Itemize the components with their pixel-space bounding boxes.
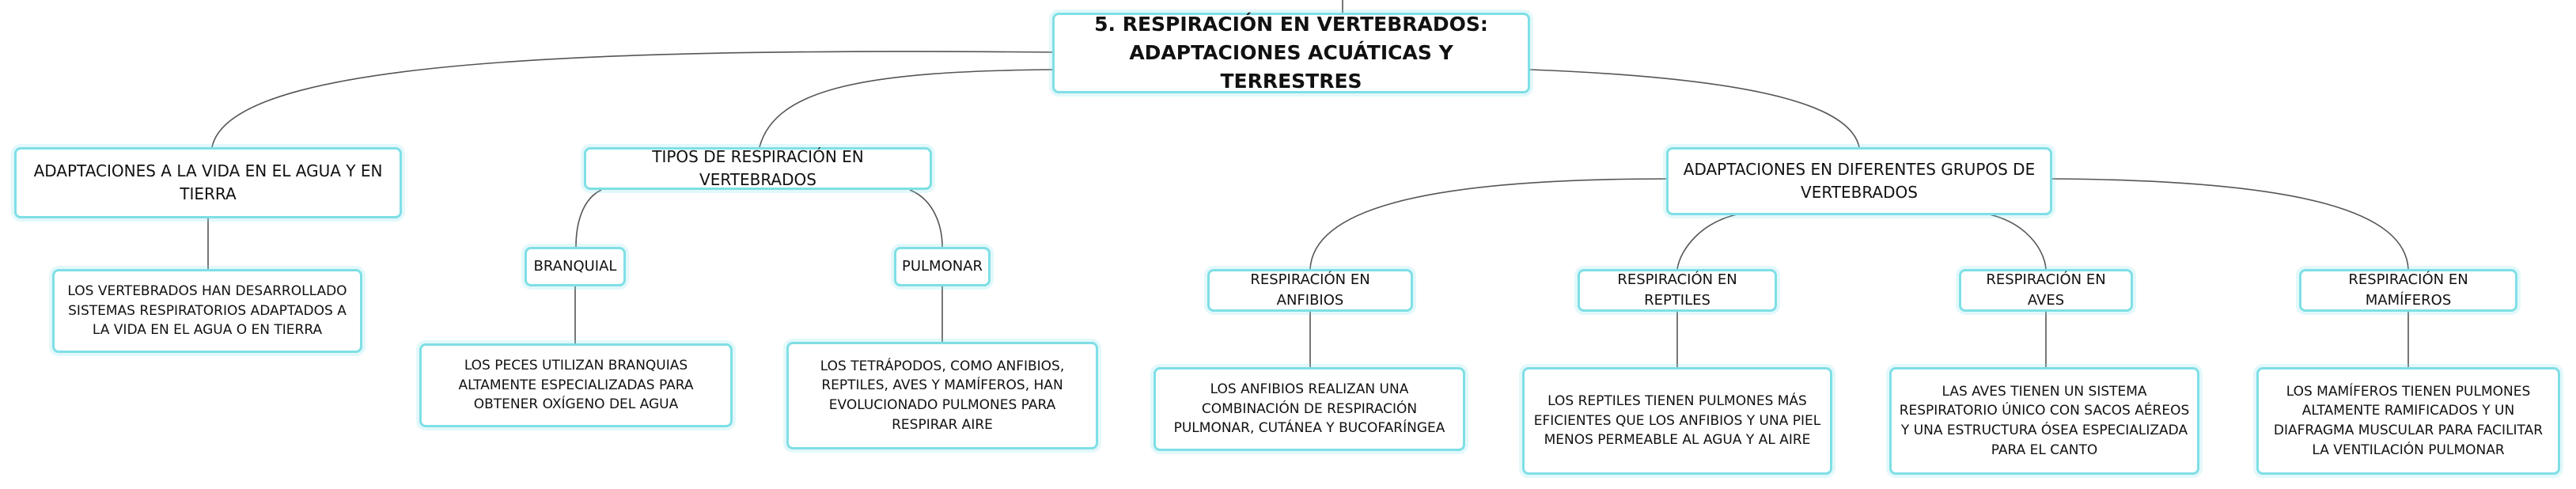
edge-grupos-to-aves xyxy=(1985,213,2047,270)
leaf-branquial-text: LOS PECES UTILIZAN BRANQUIAS ALTAMENTE E… xyxy=(458,358,694,413)
edge-root-tipos-respiracion xyxy=(759,69,1053,148)
leaf-pulmonar[interactable]: LOS TETRÁPODOS, COMO ANFIBIOS, REPTILES,… xyxy=(786,342,1098,449)
node-tipos-respiracion[interactable]: TIPOS DE RESPIRACIÓN EN VERTEBRADOS xyxy=(584,147,932,190)
edge-tipos-to-pulmonar xyxy=(909,189,943,248)
leaf-mamiferos-text: LOS MAMÍFEROS TIENEN PULMONES ALTAMENTE … xyxy=(2273,383,2544,458)
leaf-adaptaciones-agua-tierra-text: LOS VERTEBRADOS HAN DESARROLLADO SISTEMA… xyxy=(67,283,347,339)
leaf-aves-text: LAS AVES TIENEN UN SISTEMA RESPIRATORIO … xyxy=(1899,383,2190,458)
node-mamiferos-label: RESPIRACIÓN EN MAMÍFEROS xyxy=(2348,271,2468,309)
edge-tipos-to-branquial xyxy=(575,189,602,248)
edge-grupos-to-anfibios xyxy=(1309,178,1667,270)
leaf-mamiferos[interactable]: LOS MAMÍFEROS TIENEN PULMONES ALTAMENTE … xyxy=(2256,367,2560,475)
leaf-anfibios-text: LOS ANFIBIOS REALIZAN UNA COMBINACIÓN DE… xyxy=(1173,381,1445,437)
node-branquial[interactable]: BRANQUIAL xyxy=(525,247,626,286)
node-adaptaciones-agua-tierra-label: ADAPTACIONES A LA VIDA EN EL AGUA Y EN T… xyxy=(33,161,383,203)
leaf-anfibios[interactable]: LOS ANFIBIOS REALIZAN UNA COMBINACIÓN DE… xyxy=(1154,367,1465,451)
node-aves[interactable]: RESPIRACIÓN EN AVES xyxy=(1959,269,2133,312)
edge-grupos-to-mamiferos xyxy=(2051,178,2409,270)
edge-root-adaptaciones-grupos xyxy=(1529,69,1860,148)
node-mamiferos[interactable]: RESPIRACIÓN EN MAMÍFEROS xyxy=(2299,269,2517,312)
root-node-label: 5. RESPIRACIÓN EN VERTEBRADOS: ADAPTACIO… xyxy=(1094,12,1488,93)
node-pulmonar-label: PULMONAR xyxy=(901,257,983,275)
node-reptiles-label: RESPIRACIÓN EN REPTILES xyxy=(1617,271,1737,309)
edge-grupos-to-reptiles xyxy=(1676,213,1741,270)
leaf-pulmonar-text: LOS TETRÁPODOS, COMO ANFIBIOS, REPTILES,… xyxy=(820,358,1065,433)
node-adaptaciones-agua-tierra[interactable]: ADAPTACIONES A LA VIDA EN EL AGUA Y EN T… xyxy=(14,147,402,218)
leaf-reptiles[interactable]: LOS REPTILES TIENEN PULMONES MÁS EFICIEN… xyxy=(1522,367,1832,475)
node-anfibios[interactable]: RESPIRACIÓN EN ANFIBIOS xyxy=(1207,269,1413,312)
leaf-aves[interactable]: LAS AVES TIENEN UN SISTEMA RESPIRATORIO … xyxy=(1889,367,2199,475)
leaf-adaptaciones-agua-tierra[interactable]: LOS VERTEBRADOS HAN DESARROLLADO SISTEMA… xyxy=(52,269,362,353)
node-branquial-label: BRANQUIAL xyxy=(533,257,617,275)
node-tipos-respiracion-label: TIPOS DE RESPIRACIÓN EN VERTEBRADOS xyxy=(652,147,864,189)
node-aves-label: RESPIRACIÓN EN AVES xyxy=(1986,271,2106,309)
node-adaptaciones-grupos[interactable]: ADAPTACIONES EN DIFERENTES GRUPOS DE VER… xyxy=(1666,147,2052,215)
node-pulmonar[interactable]: PULMONAR xyxy=(894,247,991,286)
node-reptiles[interactable]: RESPIRACIÓN EN REPTILES xyxy=(1578,269,1777,312)
leaf-reptiles-text: LOS REPTILES TIENEN PULMONES MÁS EFICIEN… xyxy=(1533,393,1821,449)
leaf-branquial[interactable]: LOS PECES UTILIZAN BRANQUIAS ALTAMENTE E… xyxy=(419,343,733,427)
root-node[interactable]: 5. RESPIRACIÓN EN VERTEBRADOS: ADAPTACIO… xyxy=(1052,13,1530,93)
node-adaptaciones-grupos-label: ADAPTACIONES EN DIFERENTES GRUPOS DE VER… xyxy=(1683,160,2036,202)
node-anfibios-label: RESPIRACIÓN EN ANFIBIOS xyxy=(1250,271,1370,309)
edge-root-adaptaciones-agua-tierra xyxy=(211,51,1053,148)
